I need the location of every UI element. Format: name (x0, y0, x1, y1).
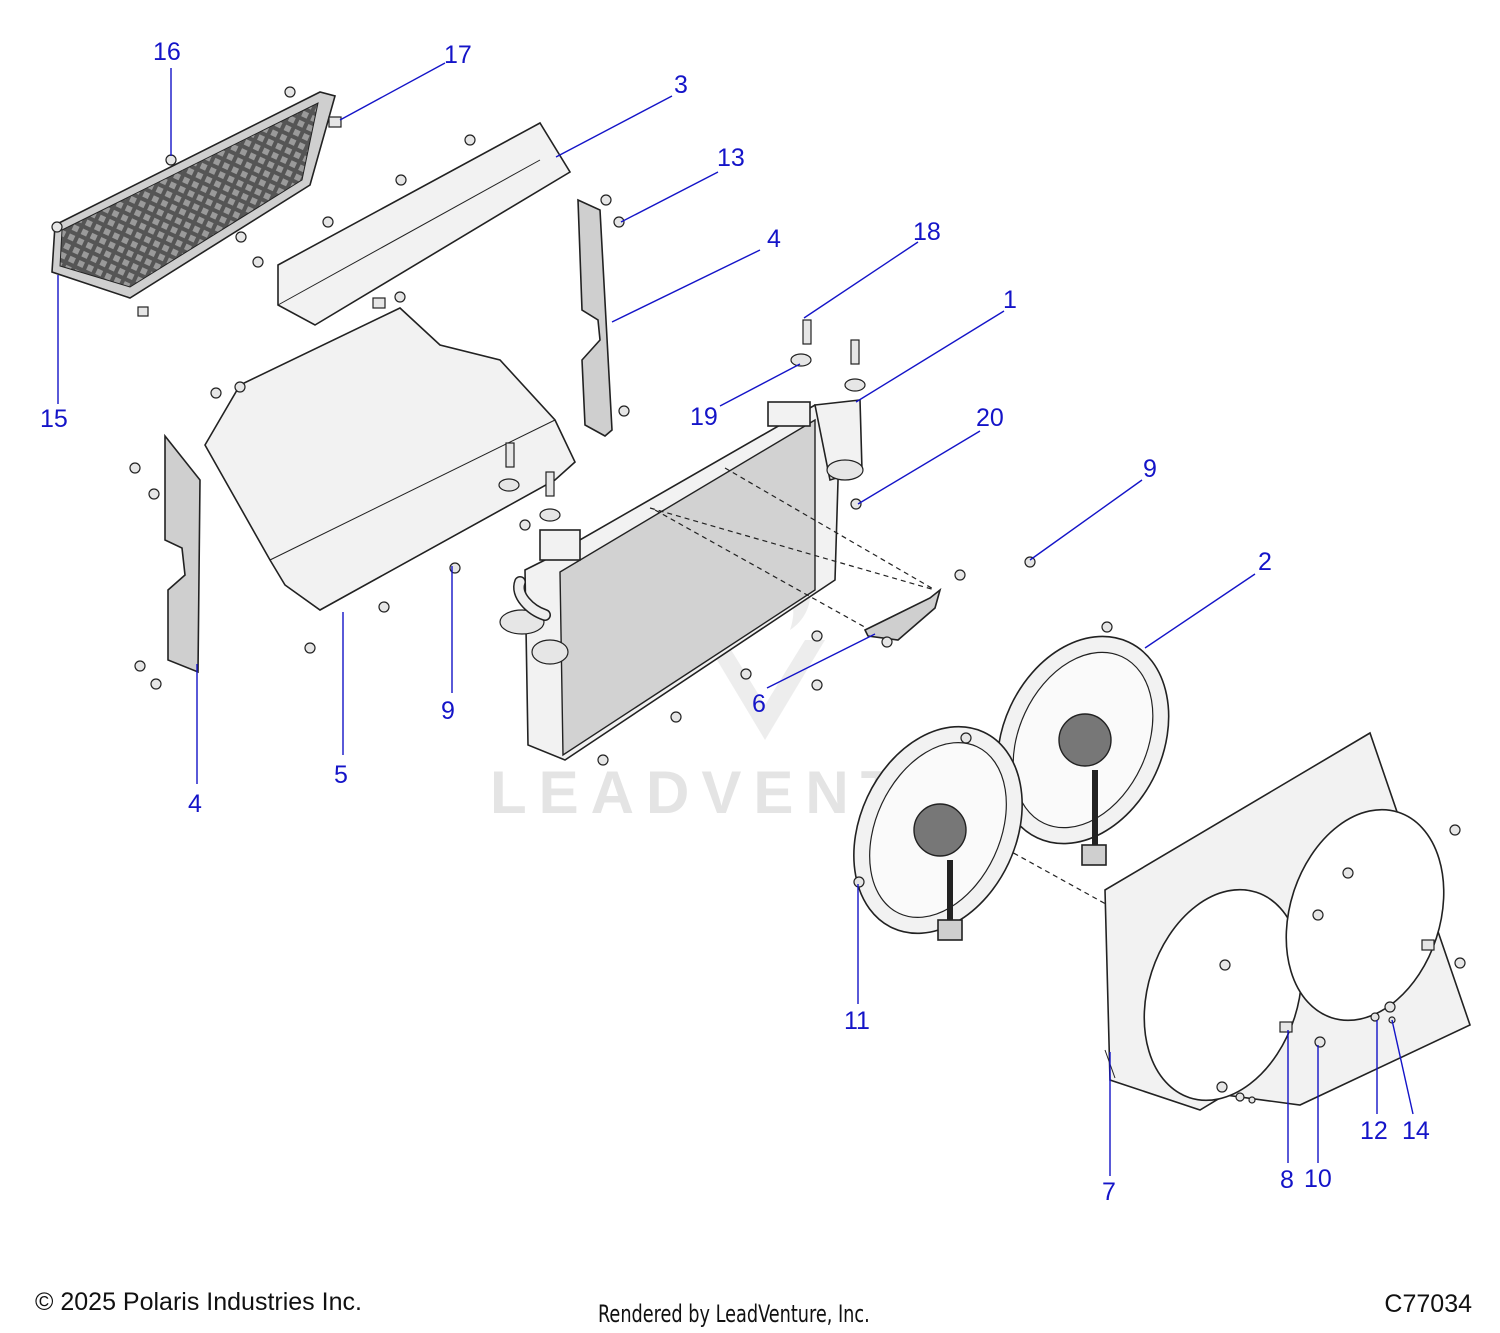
callout-8: 8 (1280, 1166, 1294, 1194)
bracket-part-6 (863, 587, 942, 641)
callout-6: 6 (752, 690, 766, 718)
callout-12: 12 (1360, 1117, 1388, 1145)
callout-14: 14 (1402, 1117, 1430, 1145)
hardware-fasteners (51, 86, 1466, 1104)
callout-9-left: 9 (441, 697, 455, 725)
callout-16: 16 (153, 38, 181, 66)
callout-11: 11 (844, 1007, 870, 1035)
callout-10: 10 (1304, 1165, 1332, 1193)
callout-leaders (57, 62, 1414, 1176)
callout-19: 19 (690, 403, 718, 431)
drawing-id: C77034 (1384, 1290, 1472, 1318)
callout-3: 3 (674, 71, 688, 99)
rendered-by-credit: Rendered by LeadVenture, Inc. (598, 1300, 870, 1328)
callout-2: 2 (1258, 548, 1272, 576)
fan-assembly-part-2 (853, 635, 1170, 941)
callout-5: 5 (334, 761, 348, 789)
leadventure-watermark: LEADVENT (490, 759, 910, 826)
callout-7: 7 (1102, 1178, 1116, 1206)
copyright-notice: © 2025 Polaris Industries Inc. (35, 1288, 362, 1316)
callout-15: 15 (40, 405, 68, 433)
alignment-line-1 (649, 507, 936, 591)
callout-4-upper: 4 (767, 225, 781, 253)
callout-1: 1 (1003, 286, 1017, 314)
alignment-line-3 (724, 467, 936, 591)
callout-labels: 16 17 3 13 4 18 1 15 19 20 9 2 9 6 5 4 1… (40, 38, 1430, 1206)
radiator-part-1 (499, 399, 864, 761)
side-plate-part-4-upper (577, 198, 613, 437)
side-plate-part-4-lower (164, 433, 201, 674)
grille-part-15 (51, 91, 336, 299)
callout-20: 20 (976, 404, 1004, 432)
callout-13: 13 (717, 144, 745, 172)
callout-18: 18 (913, 218, 941, 246)
callout-9-right: 9 (1143, 455, 1157, 483)
lower-panel-part-5 (204, 307, 576, 611)
callout-4-lower: 4 (188, 790, 202, 818)
callout-17: 17 (444, 41, 472, 69)
upper-panel-part-3 (277, 121, 572, 326)
